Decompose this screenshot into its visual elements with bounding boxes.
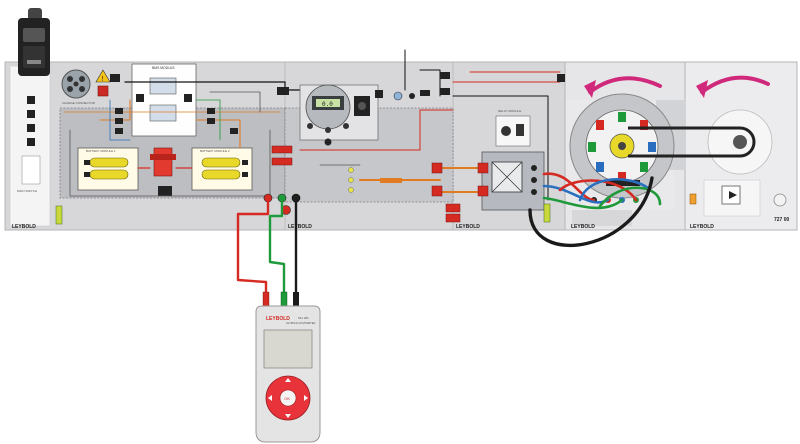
battery1-label: BATTERY MODULE 1 <box>86 149 116 153</box>
status-indicators <box>324 90 415 193</box>
charger-label: CHARGE CONNECTOR <box>62 101 96 105</box>
brand-motor: LEYBOLD <box>571 224 595 230</box>
meter-brand: LEYBOLD <box>266 316 290 322</box>
display-module: 0.0 <box>299 84 379 141</box>
connector-blocks[interactable] <box>115 72 565 134</box>
key-fob[interactable] <box>18 8 50 76</box>
bms-title: BMS MODULE <box>152 66 176 70</box>
part-number: 727 00 <box>774 217 790 223</box>
main-switch-label: MAIN SWITCH <box>17 189 37 193</box>
power-icon[interactable] <box>689 193 697 205</box>
ok-button[interactable] <box>279 389 297 407</box>
battery2-label: BATTERY MODULE 2 <box>200 149 230 153</box>
brand-right: LEYBOLD <box>456 224 480 230</box>
battery-module-2: BATTERY MODULE 2 <box>191 147 253 191</box>
small-switch[interactable] <box>110 74 120 82</box>
red-socket[interactable] <box>97 85 109 97</box>
motor-controller <box>481 151 545 211</box>
motor-wires <box>528 172 662 247</box>
left-arrow-icon[interactable] <box>268 395 272 401</box>
meter-model: 531 281 <box>298 316 309 320</box>
bms-module: BMS MODULE <box>131 63 197 137</box>
rotation-arrow-icon <box>584 76 662 98</box>
down-arrow-icon[interactable] <box>285 414 291 418</box>
motor-module: LEYBOLD <box>566 93 686 230</box>
control-panel: 727 00 LEYBOLD <box>689 179 790 230</box>
brand-pulley: LEYBOLD <box>690 224 714 230</box>
up-arrow-icon[interactable] <box>285 378 291 382</box>
sensor-module: RELAY MODULE <box>495 109 531 147</box>
fuse-connectors[interactable] <box>271 145 489 223</box>
brand-mid: LEYBOLD <box>288 224 312 230</box>
meter-screen <box>263 329 313 369</box>
battery-module-1: BATTERY MODULE 1 <box>77 147 139 191</box>
center-fuse-block[interactable] <box>150 147 176 196</box>
ok-label: OK <box>284 396 290 401</box>
right-arrow-icon[interactable] <box>304 395 308 401</box>
display-value: 0.0 <box>322 101 333 108</box>
brand-left: LEYBOLD <box>12 224 36 230</box>
panel-internal-wiring <box>63 49 561 201</box>
meter-subtitle: LEYBOLD MULTIMETER <box>286 321 315 325</box>
sensor-label: RELAY MODULE <box>498 109 521 113</box>
left-connector-column: MAIN SWITCH LEYBOLD <box>9 65 51 230</box>
svg-text:!: ! <box>102 76 104 83</box>
pulley-module <box>628 109 773 175</box>
rotation-arrow-icon-2 <box>696 75 770 98</box>
warning-icon: ! <box>95 69 111 83</box>
ground-icon <box>55 203 551 225</box>
charge-connector[interactable]: CHARGE CONNECTOR <box>61 69 96 105</box>
play-icon[interactable] <box>729 191 737 199</box>
handheld-multimeter[interactable]: LEYBOLD 531 281 LEYBOLD MULTIMETER OK <box>255 305 321 443</box>
stator-coils <box>588 112 656 182</box>
